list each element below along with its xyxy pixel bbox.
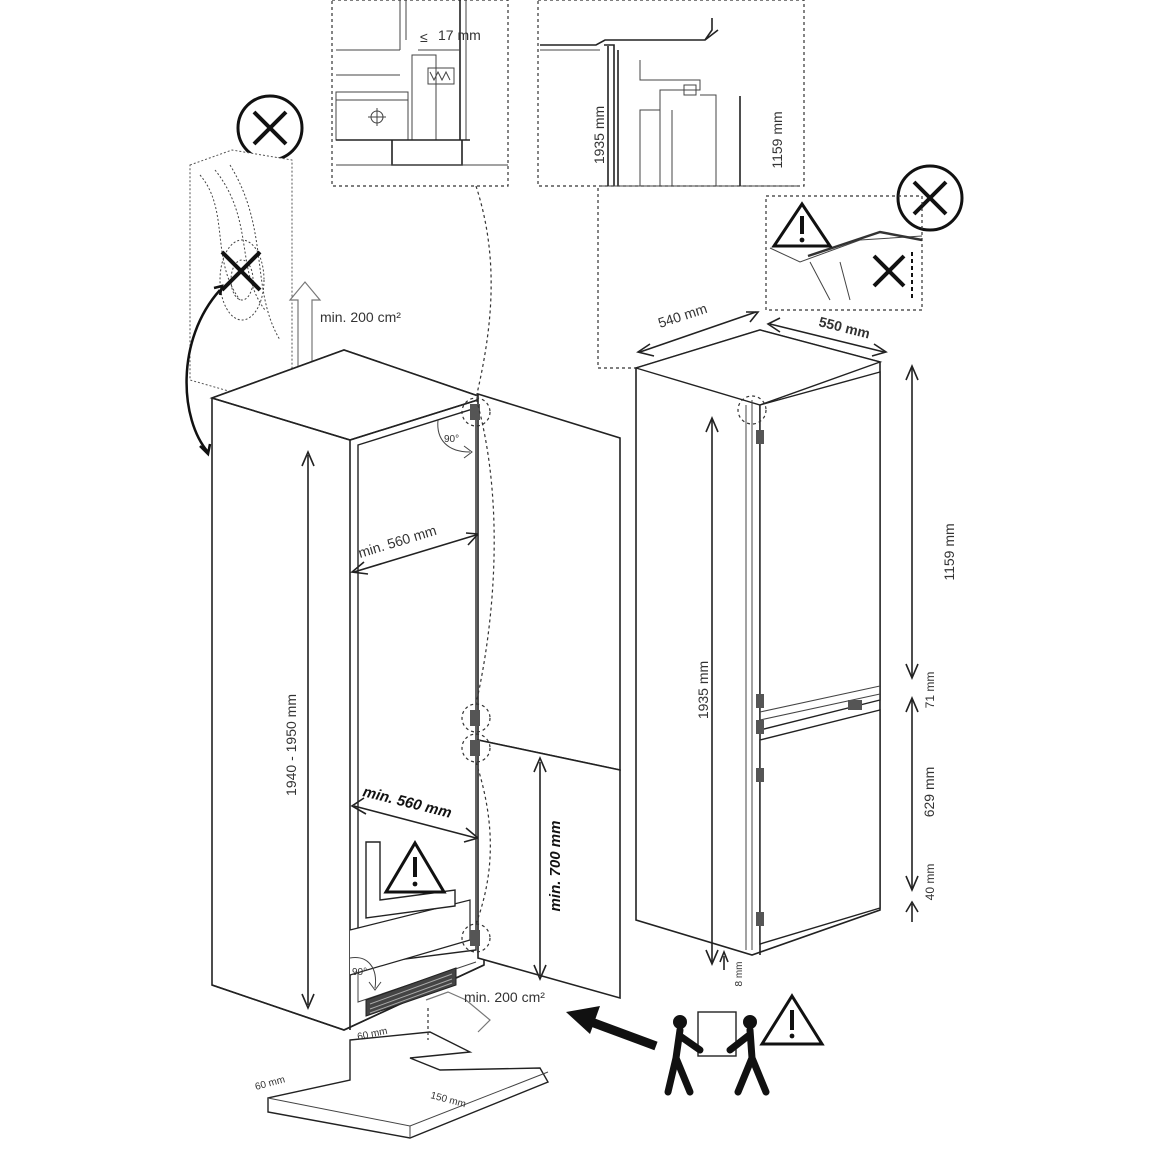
angle-top-label: 90° <box>444 434 459 445</box>
warning-triangle-icon <box>383 840 447 894</box>
detail-door-gap: ≤ 17 mm <box>331 0 509 187</box>
vent-top-label: min. 200 cm² <box>320 309 401 325</box>
hinge-icon <box>461 397 491 427</box>
bottom-8-label: 8 mm <box>734 962 745 987</box>
right-629-label: 629 mm <box>921 767 937 818</box>
plinth-60b-label: 60 mm <box>254 1074 286 1093</box>
right-1159-label: 1159 mm <box>941 523 957 580</box>
right-40-label: 40 mm <box>923 864 937 901</box>
warning-triangle-icon <box>771 201 833 248</box>
upper-hinge-height-label: 1159 mm <box>769 111 785 168</box>
corner-bracket <box>365 841 456 919</box>
vent-arrow-up-icon <box>288 281 322 368</box>
push-arrow-icon <box>566 1006 658 1051</box>
decor-doors <box>477 392 621 1000</box>
niche-top-height-label: 1935 mm <box>591 106 607 164</box>
hinge-icon <box>461 703 491 733</box>
right-71-label: 71 mm <box>923 672 937 709</box>
two-person-lift-icon <box>664 1011 770 1096</box>
hinge-icon <box>461 923 491 953</box>
detail-leader-left <box>597 188 636 369</box>
plinth-template <box>267 1031 550 1139</box>
hinge-icon <box>461 733 491 763</box>
appliance-height-label: 1935 mm <box>695 661 711 719</box>
angle-bottom-label: 90° <box>352 967 367 978</box>
detail-top-clearance <box>765 195 923 311</box>
vent-bottom-label: min. 200 cm² <box>464 989 545 1005</box>
cabinet-niche <box>209 349 487 1031</box>
le-symbol: ≤ <box>420 29 428 45</box>
prohibited-x-circle-icon <box>236 94 304 162</box>
niche-height-label: 1940 - 1950 mm <box>283 694 299 796</box>
door-min-label: min. 700 mm <box>547 821 564 912</box>
prohibited-x-circle-icon <box>896 164 964 232</box>
fridge-appliance <box>633 329 883 956</box>
clearance-17-label: 17 mm <box>438 27 481 43</box>
warning-triangle-icon <box>759 993 825 1046</box>
depth-540-label: 540 mm <box>656 300 709 331</box>
detail-top-hinge: 1935 mm 1159 mm <box>537 0 805 187</box>
